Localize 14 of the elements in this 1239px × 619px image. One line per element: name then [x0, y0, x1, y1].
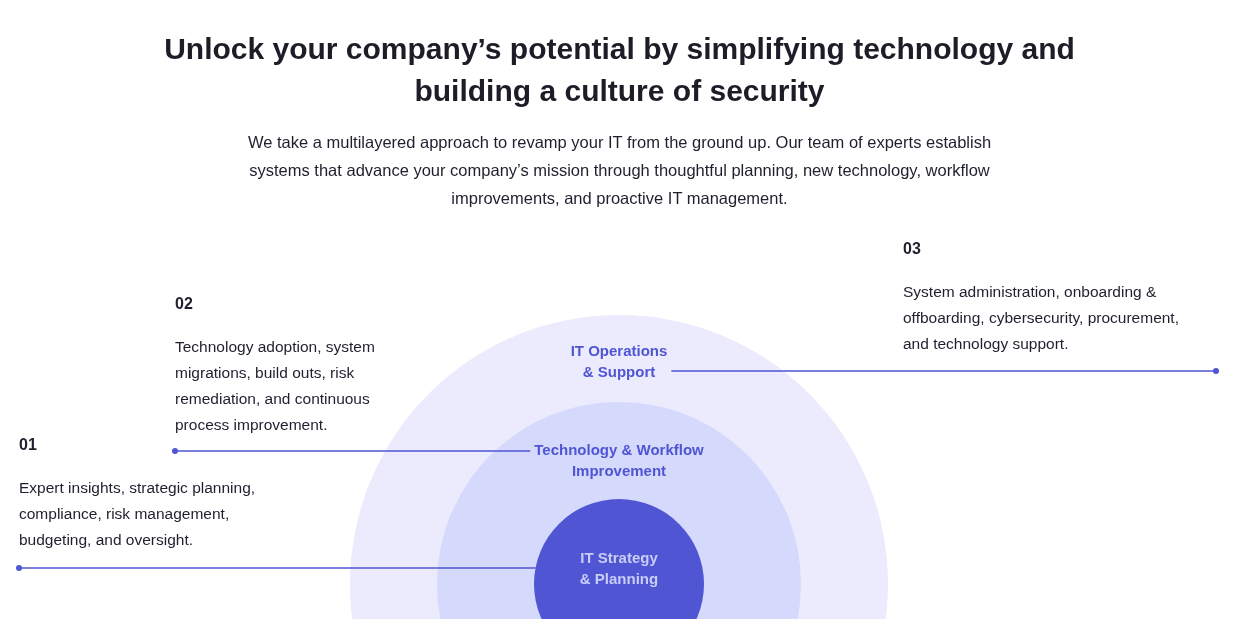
- intro-paragraph: We take a multilayered approach to revamp your IT from the ground up. Our team of experts establish systems that advance your company’s mission through thoughtful planning, new technology, workflow improvements, and proactive IT management.: [246, 132, 993, 209]
- step-description: Technology adoption, system migrations, build outs, risk remediation, and continuous process improvement.: [175, 337, 376, 435]
- step-description: System administration, onboarding & offboarding, cybersecurity, procurement, and technology support.: [903, 282, 1180, 354]
- step-number: 03: [903, 239, 922, 259]
- leader-line: [670, 368, 1219, 374]
- step-number: 01: [19, 435, 38, 455]
- layer-label: Technology & Workflow Improvement: [533, 440, 705, 481]
- layer-label: IT Operations & Support: [569, 341, 669, 382]
- leader-line: [172, 448, 531, 454]
- step-number: 02: [175, 294, 194, 314]
- layer-label: IT Strategy & Planning: [578, 548, 660, 589]
- step-description: Expert insights, strategic planning, compliance, risk management, budgeting, and oversight.: [19, 478, 257, 550]
- heading: Unlock your company’s potential by simplifying technology and building a culture of security: [163, 31, 1076, 109]
- leader-line: [16, 565, 537, 571]
